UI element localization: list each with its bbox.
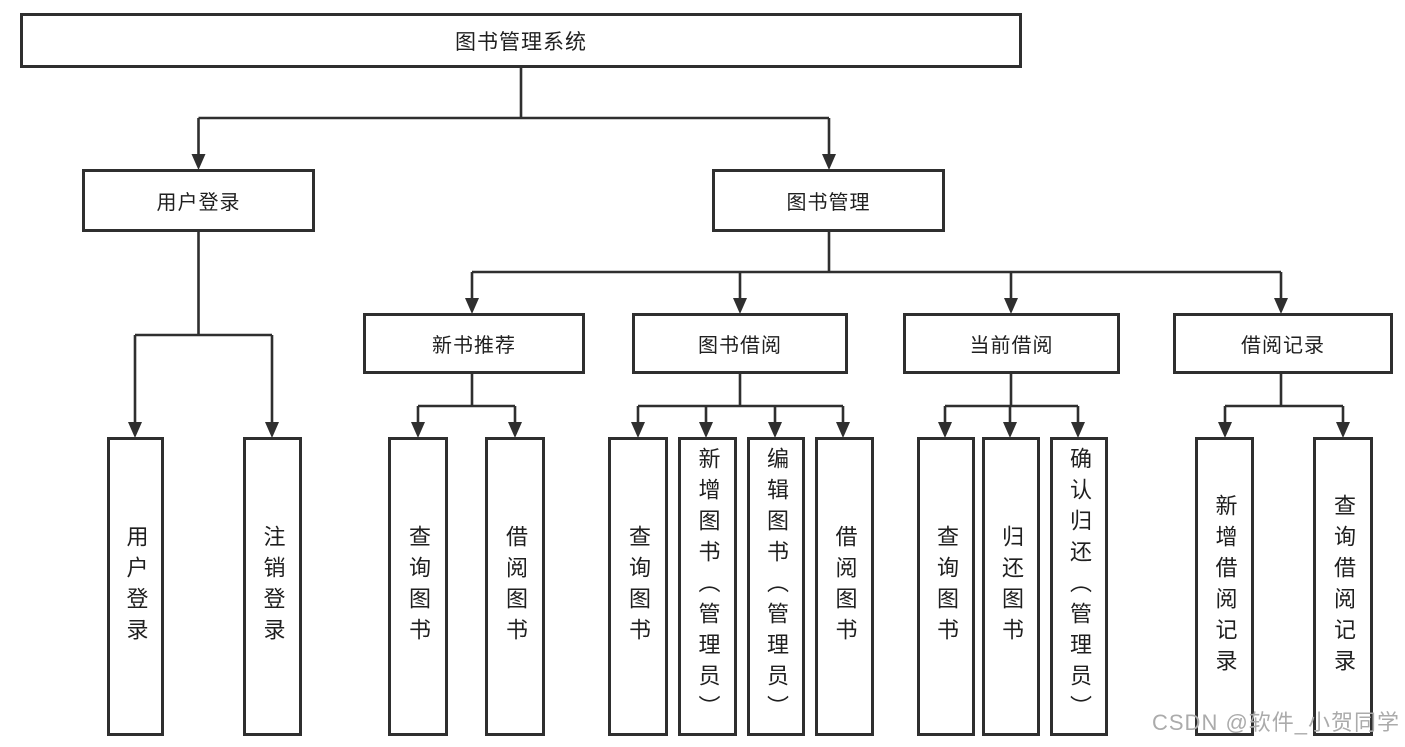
node-book-borrow: 图书借阅 <box>632 313 848 374</box>
node-borrow-record-label: 借阅记录 <box>1241 335 1325 357</box>
connector-borrow-record-branch <box>1218 374 1350 438</box>
connector-book-borrow-branch <box>631 374 850 438</box>
leaf-confirm-return-admin: 确认归还（管理员） <box>1050 437 1108 736</box>
node-root-label: 图书管理系统 <box>455 30 587 54</box>
connector-book-management-branch <box>465 232 1288 314</box>
leaf-query-books-current: 查询图书 <box>917 437 975 736</box>
leaf-logout-login: 注销登录 <box>243 437 302 736</box>
leaf-confirm-return-admin-label: 确认归还（管理员） <box>1067 447 1092 726</box>
leaf-add-books-admin-label: 新增图书（管理员） <box>695 447 721 726</box>
node-user-login-label: 用户登录 <box>156 192 241 214</box>
leaf-query-books-current-label: 查询图书 <box>934 524 959 649</box>
node-borrow-record: 借阅记录 <box>1173 313 1393 374</box>
leaf-edit-books-admin-label: 编辑图书（管理员） <box>764 447 789 726</box>
leaf-borrow-books-recommend: 借阅图书 <box>485 437 545 736</box>
leaf-logout-login-label: 注销登录 <box>260 524 286 649</box>
leaf-user-login: 用户登录 <box>107 437 164 736</box>
leaf-borrow-books: 借阅图书 <box>815 437 874 736</box>
node-user-login: 用户登录 <box>82 169 315 232</box>
node-book-borrow-label: 图书借阅 <box>698 335 782 357</box>
node-new-book-recommend-label: 新书推荐 <box>432 335 516 357</box>
node-book-management-label: 图书管理 <box>786 192 871 214</box>
leaf-add-books-admin: 新增图书（管理员） <box>678 437 737 736</box>
node-current-borrow-label: 当前借阅 <box>969 335 1054 357</box>
leaf-query-books-recommend: 查询图书 <box>388 437 448 736</box>
leaf-borrow-books-label: 借阅图书 <box>832 524 858 649</box>
node-new-book-recommend: 新书推荐 <box>363 313 585 374</box>
leaf-query-borrow-record: 查询借阅记录 <box>1313 437 1373 736</box>
connector-root-to-level2 <box>191 68 836 170</box>
node-current-borrow: 当前借阅 <box>903 313 1120 374</box>
csdn-watermark: CSDN @软件_小贺同学 <box>1152 710 1401 735</box>
leaf-return-books-label: 归还图书 <box>999 524 1024 649</box>
leaf-user-login-label: 用户登录 <box>123 524 149 649</box>
node-book-management: 图书管理 <box>712 169 945 232</box>
leaf-query-books-recommend-label: 查询图书 <box>406 524 431 649</box>
leaf-return-books: 归还图书 <box>982 437 1040 736</box>
leaf-add-borrow-record-label: 新增借阅记录 <box>1212 493 1238 680</box>
leaf-add-borrow-record: 新增借阅记录 <box>1195 437 1254 736</box>
connector-new-book-branch <box>411 374 522 438</box>
leaf-edit-books-admin: 编辑图书（管理员） <box>747 437 805 736</box>
connector-user-login-branch <box>128 232 279 438</box>
leaf-query-borrow-record-label: 查询借阅记录 <box>1331 493 1356 680</box>
leaf-borrow-books-recommend-label: 借阅图书 <box>503 524 528 649</box>
leaf-query-books-borrow: 查询图书 <box>608 437 668 736</box>
leaf-query-books-borrow-label: 查询图书 <box>626 524 651 649</box>
connector-current-borrow-branch <box>938 374 1085 438</box>
node-root-system: 图书管理系统 <box>20 13 1022 68</box>
